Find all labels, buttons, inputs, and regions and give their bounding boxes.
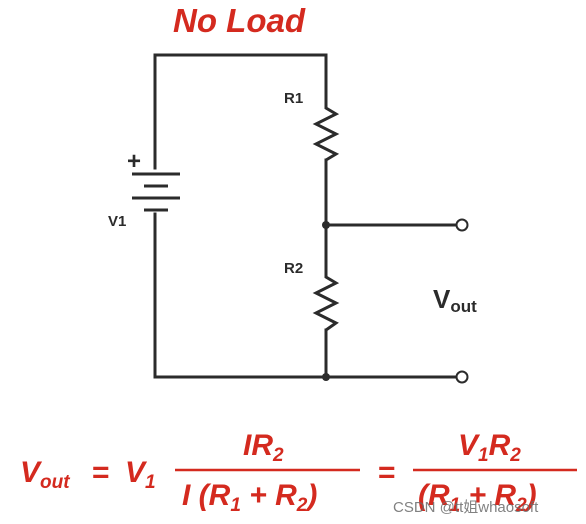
junction-dot-bottom [322, 373, 330, 381]
label-v1: V1 [108, 213, 126, 230]
eq-v1: V1 [125, 456, 156, 493]
eq-frac2-numerator: V1R2 [458, 429, 521, 466]
eq-frac2-denominator: (R1 + R2) [418, 479, 537, 516]
label-vout-sub: out [450, 297, 477, 316]
label-r2: R2 [284, 260, 303, 277]
resistor-r1 [312, 96, 340, 162]
resistor-r2 [312, 265, 340, 332]
output-terminal-top [455, 218, 469, 232]
voltage-divider-equation: Vout = V1 IR2 I (R1 + R2) = V1R2 (R1 + R… [20, 429, 577, 516]
eq-equals-2: = [378, 456, 396, 489]
eq-lhs: Vout [20, 456, 70, 493]
battery-plus-sign: + [127, 148, 141, 175]
eq-equals-1: = [92, 456, 110, 489]
eq-frac1-numerator: IR2 [243, 429, 284, 466]
watermark-text: CSDN @tt姐whaosoft [393, 499, 539, 516]
label-vout: Vout [433, 284, 477, 316]
label-vout-main: V [433, 284, 451, 314]
circuit-wires [153, 53, 459, 379]
wire-top [153, 53, 328, 170]
junction-dot-middle [322, 221, 330, 229]
eq-frac1-denominator: I (R1 + R2) [182, 479, 317, 516]
output-terminal-bottom [455, 370, 469, 384]
battery-v1 [132, 172, 180, 212]
label-r1: R1 [284, 90, 303, 107]
diagram-title: No Load [173, 2, 306, 39]
